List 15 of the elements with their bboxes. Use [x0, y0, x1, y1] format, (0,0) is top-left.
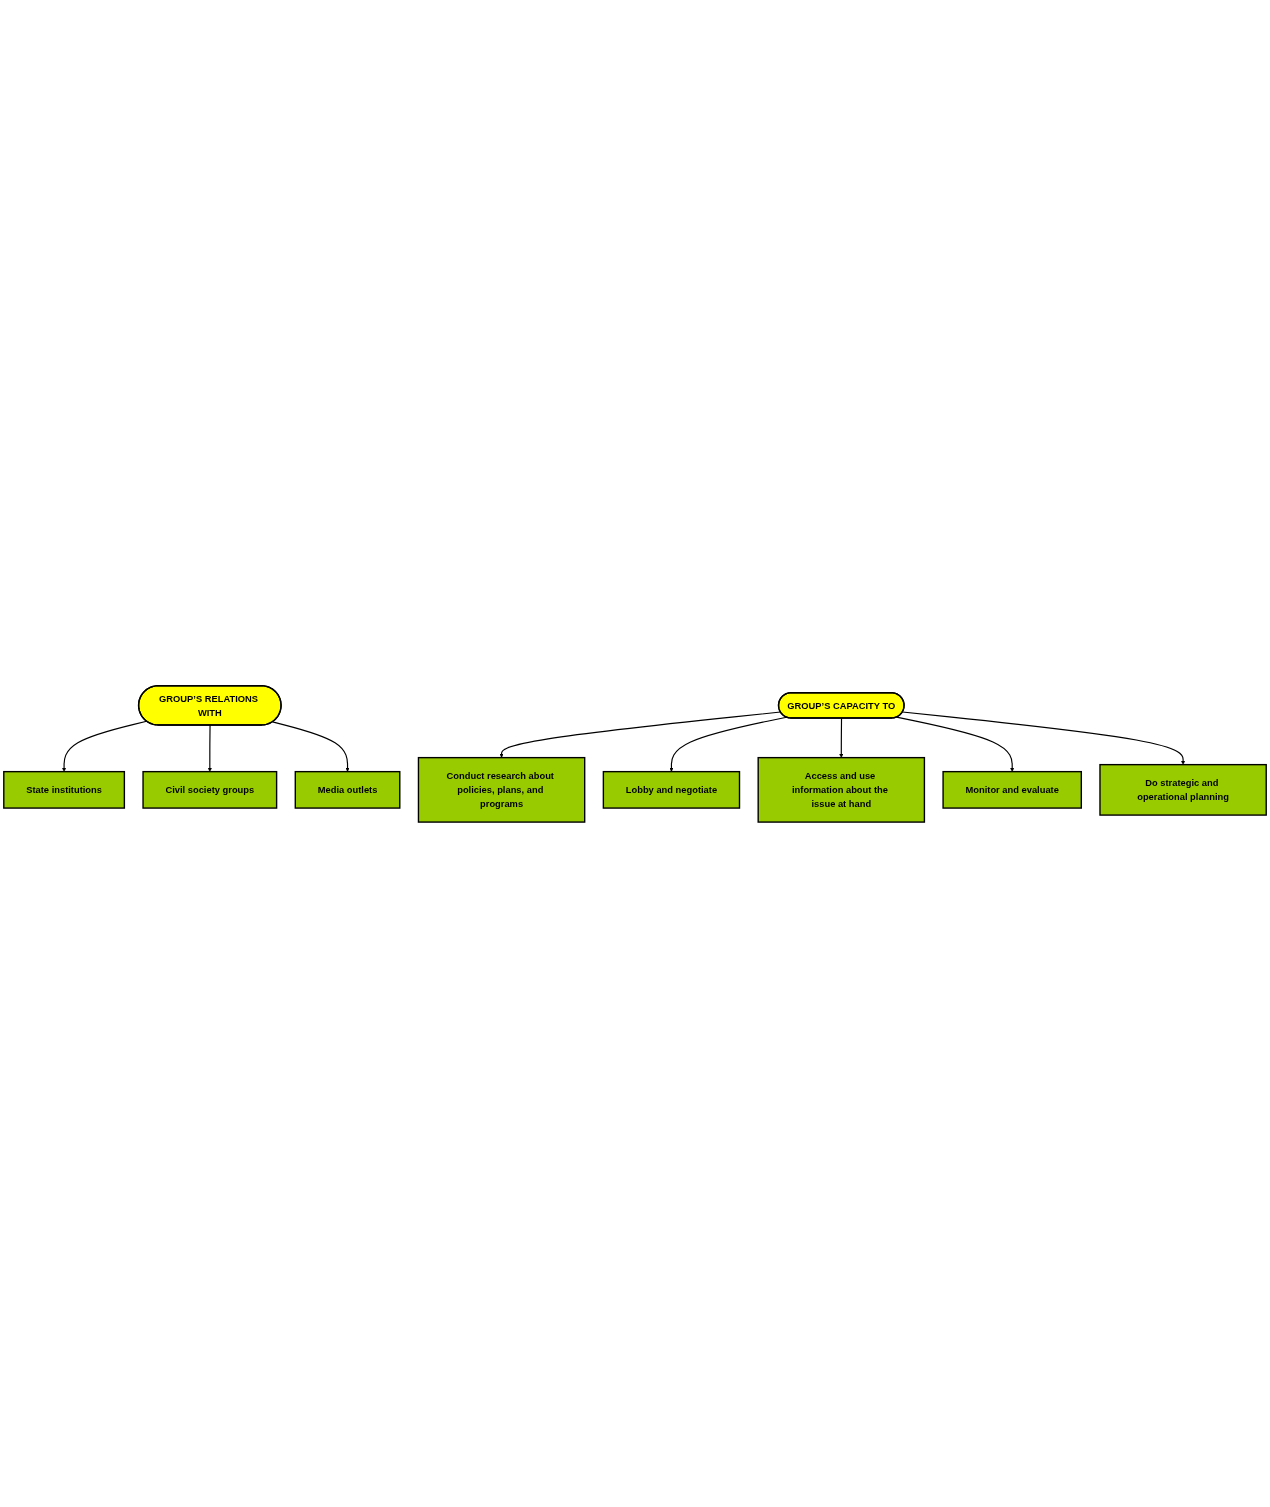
arrow [839, 717, 844, 758]
node-box: Monitor and evaluate [942, 770, 1082, 809]
node-box: Lobby and negotiate [602, 770, 741, 809]
arrow [207, 724, 212, 772]
arrow [271, 720, 350, 772]
node-box: Civil society groups [142, 770, 278, 809]
node-box: State institutions [3, 770, 126, 809]
node-box: Access and use information about the issue at hand [757, 756, 926, 823]
node-box: Do strategic and operational planning [1099, 763, 1267, 816]
arrow [499, 711, 782, 758]
arrow [62, 720, 148, 772]
node-box: Media outlets [294, 770, 401, 809]
arrow [896, 716, 1015, 772]
node-box: Conduct research about policies, plans, and programs [417, 756, 586, 823]
arrow [669, 716, 788, 772]
